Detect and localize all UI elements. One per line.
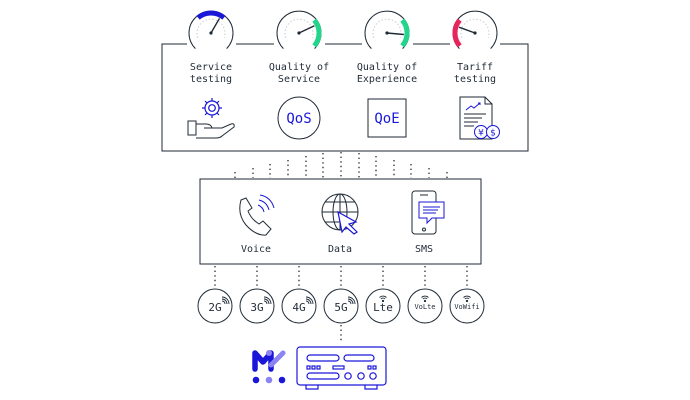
qos-badge-icon: QoS: [277, 96, 321, 140]
svg-text:Quality of: Quality of: [269, 62, 329, 73]
phone-call-icon: [239, 194, 275, 236]
svg-text:Service: Service: [278, 74, 320, 85]
invoice-currency-icon: ¥ $: [459, 96, 500, 140]
metric-qoe-label: Quality of Experience: [357, 62, 417, 85]
company-logo: [252, 350, 286, 384]
network-connectors: [214, 266, 468, 343]
network-label: Lte: [373, 301, 393, 314]
network-label: 4G: [292, 301, 305, 314]
network-5g-badge: 5G: [323, 288, 359, 324]
gauge-icon: [452, 10, 498, 49]
svg-text:Tariff: Tariff: [457, 62, 493, 73]
mobile-message-icon: [411, 190, 445, 235]
test-device-icon: [296, 346, 387, 390]
signal-icon: [421, 295, 429, 303]
network-3g-badge: 3G: [239, 288, 275, 324]
signal-icon: [463, 295, 471, 303]
network-label: 3G: [250, 301, 263, 314]
svg-text:QoE: QoE: [374, 111, 399, 127]
svg-text:testing: testing: [190, 74, 232, 85]
network-label: VoWifi: [454, 303, 479, 311]
network-label: 2G: [208, 301, 221, 314]
qoe-badge-icon: QoE: [367, 98, 407, 138]
network-vowifi-badge: VoWifi: [449, 288, 485, 324]
network-label: 5G: [334, 301, 347, 314]
signal-icon: [347, 296, 356, 305]
network-volte-badge: VoLte: [407, 288, 443, 324]
svg-text:Service: Service: [190, 62, 232, 73]
metric-qos-label: Quality of Service: [269, 62, 329, 85]
network-technologies-row: 2G 3G 4G 5G Lte VoLte VoWifi: [197, 288, 485, 324]
svg-text:$: $: [490, 129, 496, 139]
network-label: VoLte: [414, 303, 435, 311]
service-sms-label: SMS: [415, 244, 433, 255]
svg-text:¥: ¥: [478, 129, 484, 139]
service-voice-label: Voice: [241, 244, 271, 255]
gauge-icon: [188, 10, 234, 49]
network-lte-badge: Lte: [365, 288, 401, 324]
gauges-row: [188, 10, 498, 49]
svg-text:Experience: Experience: [357, 74, 417, 85]
signal-icon: [305, 296, 314, 305]
svg-text:Quality of: Quality of: [357, 62, 417, 73]
signal-icon: [379, 295, 387, 303]
metrics-panel: [161, 43, 529, 152]
gauge-icon: [276, 10, 322, 49]
metric-tariff-label: Tariff testing: [454, 62, 496, 85]
gear-hand-icon: [187, 98, 235, 139]
network-4g-badge: 4G: [281, 288, 317, 324]
service-data-label: Data: [328, 244, 352, 255]
svg-text:QoS: QoS: [286, 111, 311, 127]
metric-service-testing-label: Service testing: [190, 62, 232, 85]
services-panel: [199, 178, 482, 265]
signal-icon: [221, 296, 230, 305]
signal-icon: [263, 296, 272, 305]
connector-fan: [234, 152, 448, 178]
svg-text:testing: testing: [454, 74, 496, 85]
gauge-icon: [364, 10, 410, 49]
globe-cursor-icon: [321, 193, 359, 235]
network-2g-badge: 2G: [197, 288, 233, 324]
